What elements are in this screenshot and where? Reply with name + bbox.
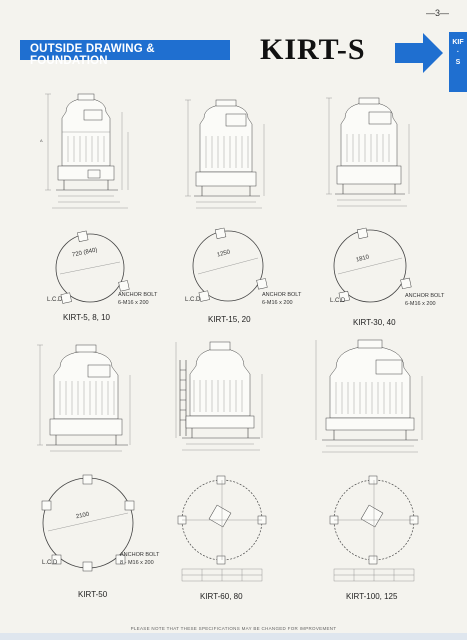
- caption-kirt-100: KIRT-100, 125: [346, 592, 398, 601]
- arrow-right-icon: [395, 33, 443, 73]
- foundation-plan-kirt-100: [329, 475, 419, 582]
- elevation-drawing-kirt-60: [175, 341, 263, 451]
- foundation-plan-kirt-5: [55, 230, 130, 304]
- footer-bar: [0, 633, 467, 640]
- elevation-drawing-kirt-15: [185, 99, 265, 209]
- elevation-drawing-kirt-30: [326, 97, 410, 207]
- caption-kirt-30: KIRT-30, 40: [353, 318, 396, 327]
- anchor-bolt-label-kirt-5: ANCHOR BOLT: [118, 292, 158, 298]
- side-tab-line-1: KIF: [452, 39, 464, 46]
- bolt-spec-kirt-50: 8 - M16 x 200: [120, 560, 154, 566]
- caption-kirt-50: KIRT-50: [78, 590, 108, 599]
- foundation-plan-kirt-60: [177, 475, 267, 582]
- anchor-bolt-label-kirt-50: ANCHOR BOLT: [120, 552, 160, 558]
- brand-logo: KIRT-S: [260, 33, 366, 66]
- section-title: OUTSIDE DRAWING & FOUNDATION: [30, 43, 155, 67]
- lcd-label-kirt-50: L.C.D: [42, 560, 58, 566]
- elevation-drawing-kirt-50: [37, 344, 131, 452]
- anchor-bolt-label-kirt-30: ANCHOR BOLT: [405, 293, 445, 299]
- caption-kirt-60: KIRT-60, 80: [200, 592, 243, 601]
- foundation-plan-kirt-50: [41, 474, 135, 572]
- bolt-spec-kirt-15: 6-M16 x 200: [262, 300, 293, 306]
- section-header-bar: OUTSIDE DRAWING & FOUNDATION: [20, 40, 230, 67]
- lcd-label-kirt-30: L.C.D: [330, 298, 346, 304]
- svg-text:A: A: [40, 138, 43, 143]
- foundation-plan-kirt-30: [333, 227, 412, 303]
- foundation-plan-kirt-15: [192, 227, 268, 302]
- lcd-label-kirt-15: L.C.D: [185, 297, 201, 303]
- elevation-drawing-kirt-5: A: [40, 93, 129, 209]
- caption-kirt-15: KIRT-15, 20: [208, 315, 251, 324]
- side-tab-line-3: S: [455, 59, 461, 66]
- bolt-spec-kirt-5: 6-M16 x 200: [118, 300, 149, 306]
- footer-note: PLEASE NOTE THAT THESE SPECIFICATIONS MA…: [130, 626, 337, 631]
- page-number: —3—: [425, 8, 449, 18]
- anchor-bolt-label-kirt-15: ANCHOR BOLT: [262, 292, 302, 298]
- side-tab: KIF · S: [449, 32, 467, 92]
- elevation-drawing-kirt-100: [315, 339, 423, 453]
- bolt-spec-kirt-30: 6-M16 x 200: [405, 301, 436, 307]
- side-tab-line-2: ·: [456, 49, 460, 56]
- lcd-label-kirt-5: L.C.D: [47, 297, 63, 303]
- caption-kirt-5: KIRT-5, 8, 10: [63, 313, 110, 322]
